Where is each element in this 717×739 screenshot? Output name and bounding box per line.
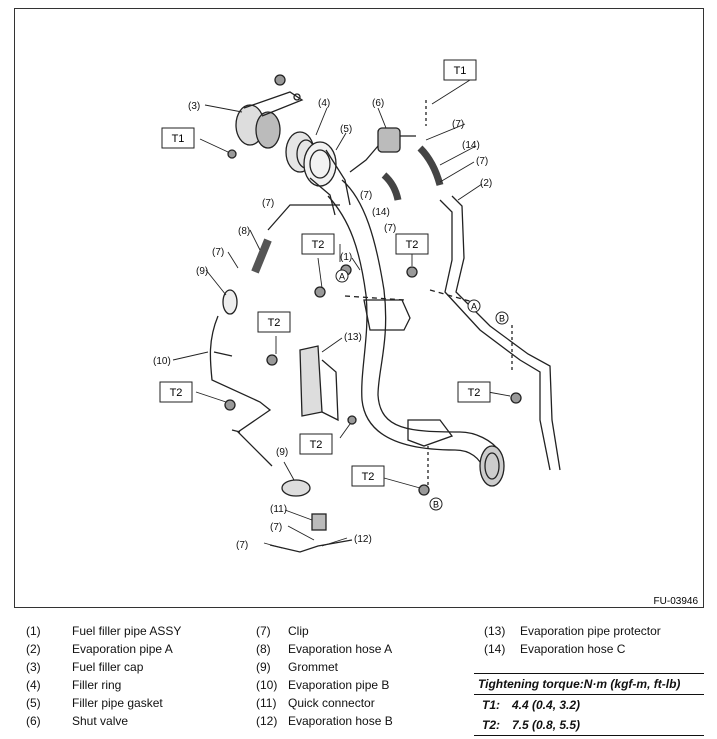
svg-text:A: A [471, 302, 477, 312]
legend-item: (13)Evaporation pipe protector [484, 624, 661, 638]
legend-item: (14)Evaporation hose C [484, 642, 626, 656]
legend-item: (11)Quick connector [256, 696, 375, 710]
svg-text:T2: T2 [468, 387, 481, 399]
label-p5: (5) [340, 124, 352, 135]
fuel-filler-pipe-drawing [327, 179, 505, 490]
label-p9-b: (9) [276, 447, 288, 458]
label-p14-a: (14) [462, 140, 480, 151]
legend-item: (10)Evaporation pipe B [256, 678, 390, 692]
label-p7-b: (7) [476, 156, 488, 167]
callout-t1-top: T1 [443, 59, 477, 81]
diagram-frame [14, 8, 704, 608]
label-p3: (3) [188, 101, 200, 112]
torque-heading: Tightening torque:N·m (kgf-m, ft-lb) [474, 673, 704, 695]
callout-t2-bracket: T2 [301, 233, 335, 255]
marker-b-bottom: B [429, 497, 443, 511]
label-p11: (11) [270, 504, 287, 515]
svg-text:T2: T2 [312, 239, 325, 251]
callout-t2-pipe-b-lower: T2 [159, 381, 193, 403]
label-p4: (4) [318, 98, 330, 109]
tightening-torque-table: Tightening torque:N·m (kgf-m, ft-lb) T1:… [474, 673, 704, 736]
torque-row-t1: T1:4.4 (0.4, 3.2) [482, 698, 581, 712]
label-p7-g: (7) [270, 522, 282, 533]
label-p2: (2) [480, 178, 492, 189]
svg-text:T2: T2 [268, 317, 281, 329]
torque-row-t2: T2:7.5 (0.8, 5.5) [474, 715, 704, 736]
connection-markers: A A B B [335, 269, 509, 511]
evaporation-pipe-a-drawing [429, 195, 561, 471]
part-number-labels: (3) (4) (5) (6) (7) (14) (7) (2) (7) (14… [153, 98, 492, 551]
label-p14-b: (14) [372, 207, 390, 218]
legend-item: (2)Evaporation pipe A [26, 642, 173, 656]
callout-t2-pipe-a: T2 [395, 233, 429, 255]
svg-text:T1: T1 [454, 65, 467, 77]
shut-valve-drawing [349, 100, 427, 173]
svg-text:T2: T2 [310, 439, 323, 451]
callout-t2-pipe-b-upper: T2 [257, 311, 291, 333]
evaporation-pipe-b-drawing [209, 315, 273, 467]
label-p1: (1) [340, 252, 352, 263]
marker-b-right: B [495, 311, 509, 325]
label-p7-d: (7) [384, 223, 396, 234]
fuel-filler-cap-drawing [235, 91, 304, 149]
legend-item: (12)Evaporation hose B [256, 714, 393, 728]
quick-connector-drawing [269, 513, 353, 553]
label-p7-c: (7) [360, 190, 372, 201]
label-p7-e: (7) [262, 198, 274, 209]
label-p10: (10) [153, 356, 171, 367]
evaporation-hose-a-drawing [251, 204, 340, 274]
legend-item: (5)Filler pipe gasket [26, 696, 163, 710]
label-p7-h: (7) [236, 540, 248, 551]
marker-a-left: A [335, 269, 349, 283]
svg-text:T1: T1 [172, 133, 185, 145]
legend-item: (4)Filler ring [26, 678, 122, 692]
svg-text:B: B [499, 314, 505, 324]
grommet-upper-drawing [222, 289, 238, 315]
label-p7-a: (7) [452, 119, 464, 130]
label-p8: (8) [238, 226, 250, 237]
label-p7-f: (7) [212, 247, 224, 258]
figure-code: FU-03946 [654, 596, 699, 607]
callout-t2-protector: T2 [299, 433, 333, 455]
legend-item: (9)Grommet [256, 660, 339, 674]
filler-pipe-gasket-drawing [303, 141, 351, 216]
legend-item: (8)Evaporation hose A [256, 642, 393, 656]
leader-lines [172, 79, 511, 549]
label-p13: (13) [344, 332, 362, 343]
bolts-drawing [224, 74, 522, 496]
legend-item: (6)Shut valve [26, 714, 129, 728]
legend-item: (1)Fuel filler pipe ASSY [26, 624, 182, 638]
svg-text:A: A [339, 272, 345, 282]
torque-callouts: T1 T1 T2 T2 T2 T2 T2 T2 [159, 59, 491, 487]
callout-t2-bottom: T2 [351, 465, 385, 487]
legend-item: (3)Fuel filler cap [26, 660, 144, 674]
legend-item: (7)Clip [256, 624, 309, 638]
label-p12: (12) [354, 534, 372, 545]
svg-text:B: B [433, 500, 439, 510]
callout-t1-left: T1 [161, 127, 195, 149]
callout-t2-right: T2 [457, 381, 491, 403]
evaporation-pipe-protector-drawing [299, 345, 339, 422]
label-p6: (6) [372, 98, 384, 109]
evaporation-hose-c-drawing [381, 145, 444, 201]
label-p9-a: (9) [196, 266, 208, 277]
svg-text:T2: T2 [362, 471, 375, 483]
svg-text:T2: T2 [170, 387, 183, 399]
marker-a-right: A [467, 299, 481, 313]
grommet-lower-drawing [281, 479, 311, 497]
svg-text:T2: T2 [406, 239, 419, 251]
